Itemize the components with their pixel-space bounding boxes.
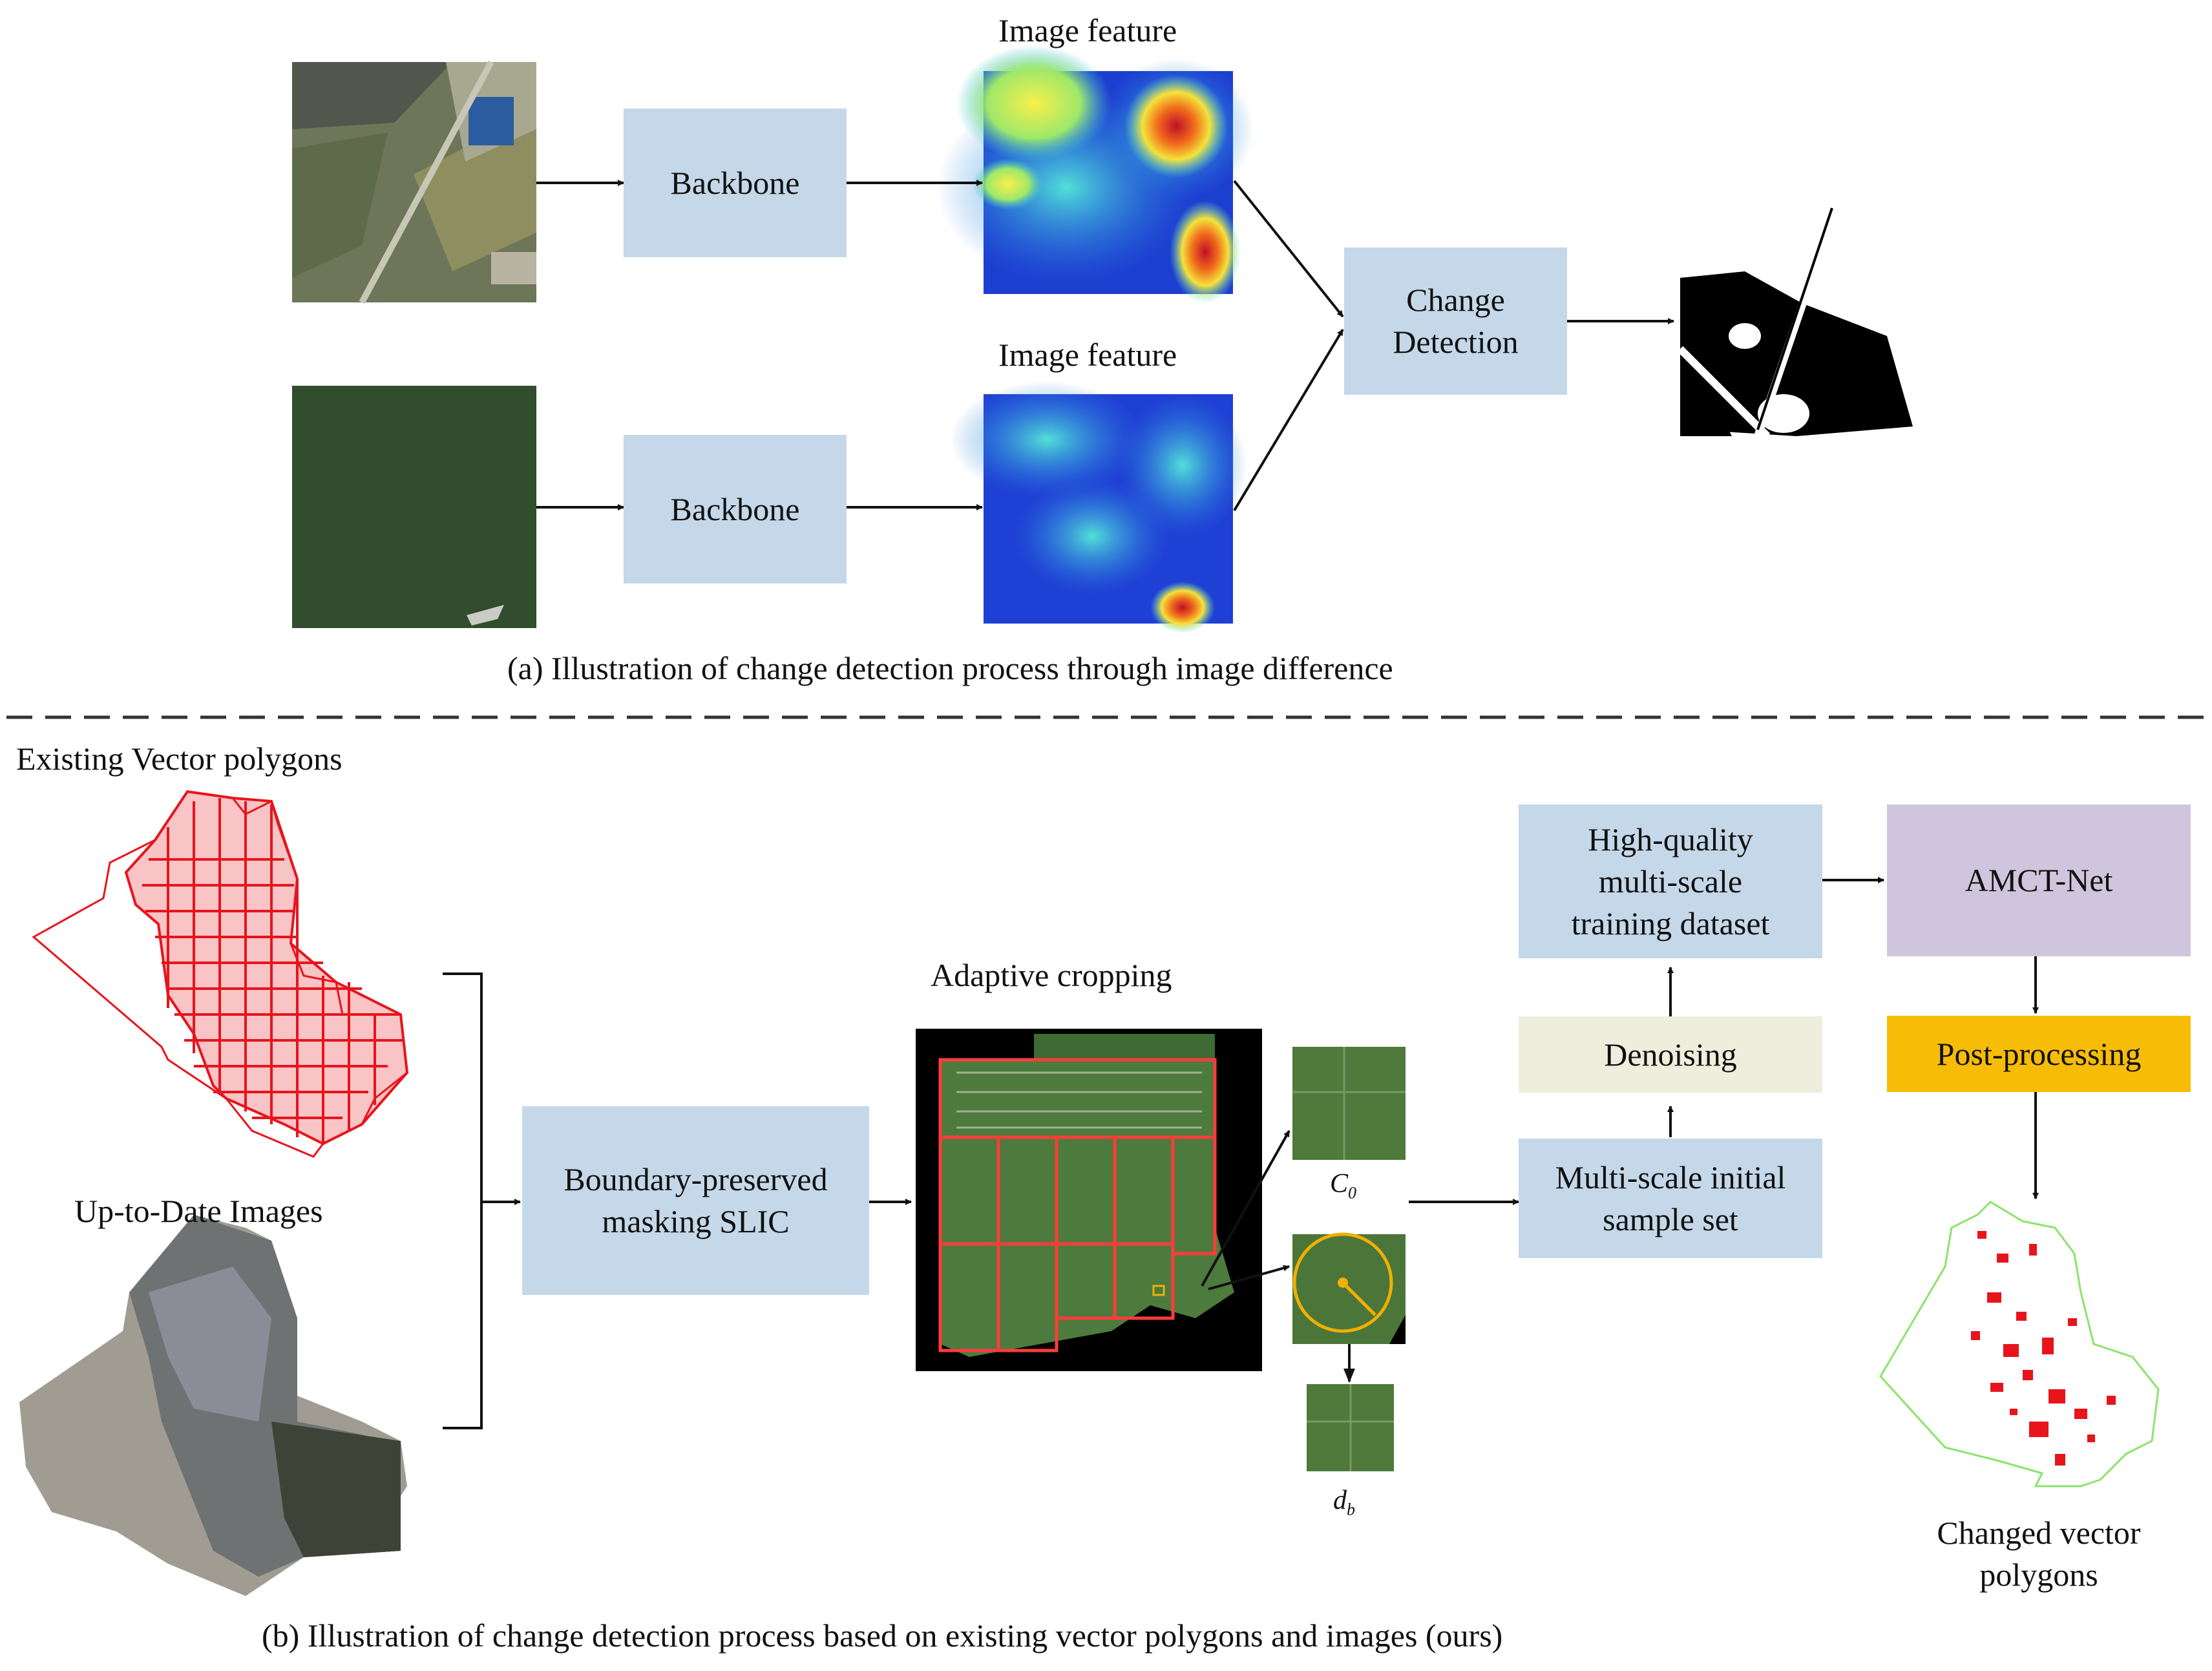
satellite-image-top <box>292 60 536 304</box>
initial-set-line-1: Multi-scale initial <box>1555 1159 1786 1195</box>
c0-label: C0 <box>1330 1168 1356 1203</box>
up-to-date-image-mosaic <box>19 1215 407 1596</box>
satellite-image-bottom <box>292 386 536 628</box>
arrows-part-a <box>536 180 1674 512</box>
dataset-line-1: High-quality <box>1588 821 1753 857</box>
db-label: db <box>1333 1485 1355 1519</box>
denoising-box: Denoising <box>1519 1016 1822 1093</box>
db-subscript: b <box>1347 1500 1355 1519</box>
crop-tile-c0 <box>1292 1047 1406 1160</box>
changed-label-line-2: polygons <box>1979 1557 2098 1593</box>
slic-box: Boundary-preserved masking SLIC <box>522 1106 869 1295</box>
feature-label-top: Image feature <box>998 12 1177 48</box>
adaptive-cropping-image <box>916 1029 1262 1371</box>
change-detection-box: Change Detection <box>1344 247 1567 395</box>
c0-symbol: C <box>1330 1169 1349 1199</box>
crop-tile-circle <box>1292 1232 1406 1344</box>
training-dataset-box: High-quality multi-scale training datase… <box>1519 804 1822 958</box>
slic-line-2: masking SLIC <box>602 1203 790 1239</box>
existing-vector-label: Existing Vector polygons <box>16 741 342 777</box>
adaptive-cropping-label: Adaptive cropping <box>931 957 1172 993</box>
denoising-label: Denoising <box>1604 1036 1737 1073</box>
merge-bracket <box>443 972 521 1429</box>
caption-b: (b) Illustration of change detection pro… <box>262 1617 1503 1654</box>
initial-sample-set-box: Multi-scale initial sample set <box>1519 1139 1822 1258</box>
backbone-label-top: Backbone <box>670 164 800 201</box>
changed-vector-polygons <box>1879 1201 2160 1487</box>
change-detection-line-1: Change <box>1406 282 1505 318</box>
dataset-line-2: multi-scale <box>1598 863 1743 899</box>
dataset-line-3: training dataset <box>1571 905 1770 941</box>
backbone-box-top: Backbone <box>624 109 847 257</box>
amct-net-label: AMCT-Net <box>1964 862 2113 898</box>
crop-tile-db <box>1307 1384 1394 1471</box>
amct-net-box: AMCT-Net <box>1887 804 2191 956</box>
change-map-output <box>1677 207 1926 439</box>
existing-vector-polygons <box>32 790 409 1158</box>
caption-a: (a) Illustration of change detection pro… <box>507 650 1393 686</box>
initial-set-line-2: sample set <box>1603 1201 1738 1237</box>
feature-heatmap-top <box>937 45 1254 304</box>
changed-label-line-1: Changed vector <box>1937 1515 2141 1551</box>
change-detection-line-2: Detection <box>1393 324 1519 360</box>
feature-heatmap-bottom <box>950 381 1247 633</box>
changed-vector-label: Changed vector polygons <box>1903 1512 2175 1596</box>
feature-label-bottom: Image feature <box>998 337 1177 373</box>
c0-subscript: 0 <box>1348 1183 1357 1203</box>
post-processing-box: Post-processing <box>1887 1016 2191 1092</box>
db-symbol: d <box>1333 1486 1347 1515</box>
backbone-box-bottom: Backbone <box>624 435 847 583</box>
arrows-part-b <box>1201 877 2039 1383</box>
up-to-date-label: Up-to-Date Images <box>74 1193 323 1229</box>
backbone-label-bottom: Backbone <box>670 490 800 527</box>
post-processing-label: Post-processing <box>1936 1035 2142 1072</box>
slic-line-1: Boundary-preserved <box>564 1161 828 1197</box>
